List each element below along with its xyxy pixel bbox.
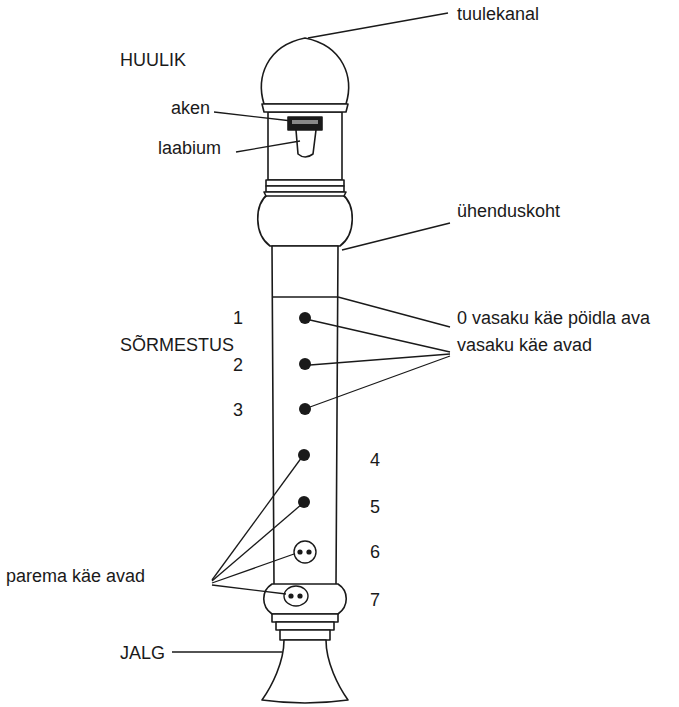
- hole-number: 5: [370, 497, 380, 517]
- part-name: ühenduskoht: [457, 201, 560, 221]
- leader-lines: [172, 13, 450, 652]
- hole-number: 6: [370, 542, 380, 562]
- hole-number: 4: [370, 450, 380, 470]
- section-name: JALG: [120, 643, 165, 663]
- section-name: HUULIK: [120, 50, 186, 70]
- part-name: 0 vasaku käe pöidla ava: [457, 308, 650, 328]
- part-name: laabium: [158, 138, 221, 158]
- hole-number: 7: [370, 590, 380, 610]
- part-name: aken: [171, 98, 210, 118]
- part-name: tuulekanal: [457, 4, 539, 24]
- part-name: vasaku käe avad: [457, 335, 592, 355]
- hole-number: 1: [233, 308, 243, 328]
- section-name: SÕRMESTUS: [120, 335, 234, 355]
- hole-number: 2: [233, 355, 243, 375]
- part-name: parema käe avad: [6, 566, 145, 586]
- hole-number: 3: [233, 400, 243, 420]
